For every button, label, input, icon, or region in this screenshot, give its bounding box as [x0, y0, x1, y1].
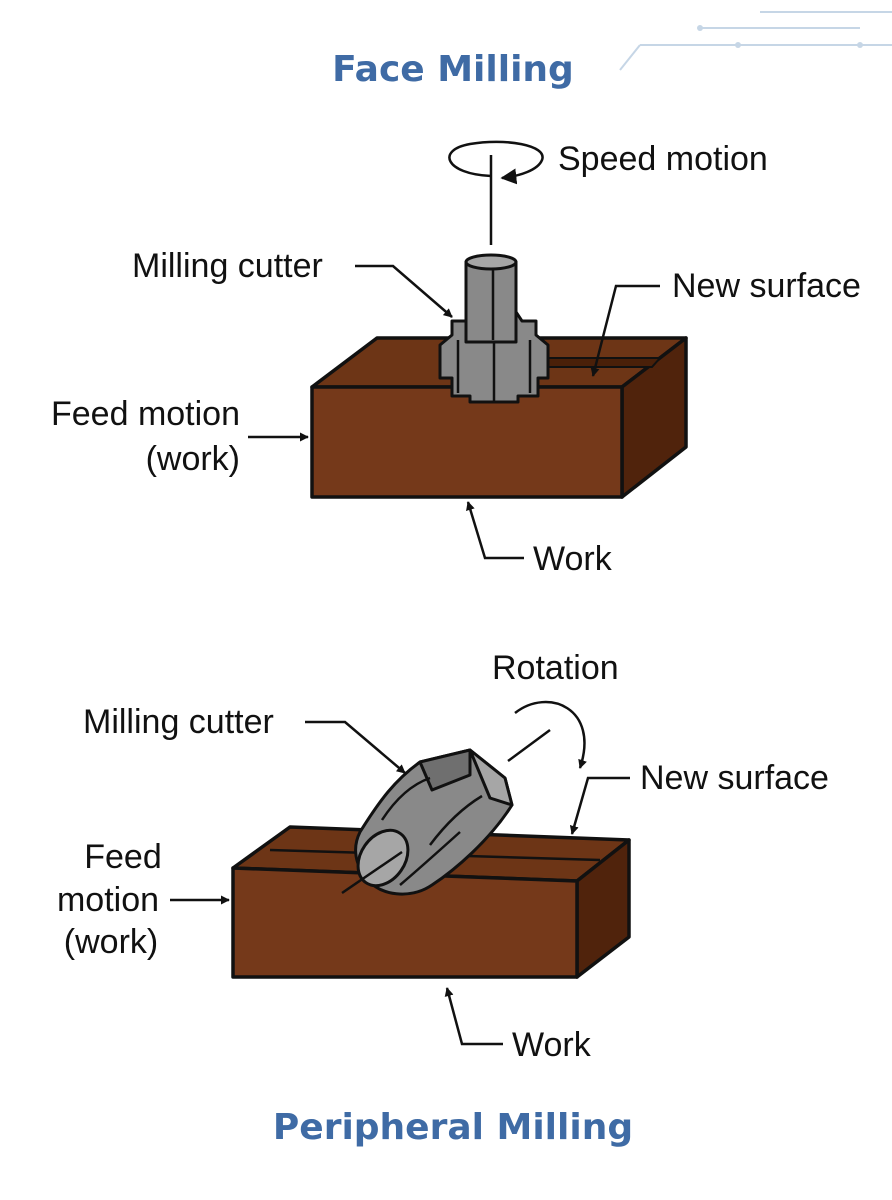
peripheral-milling-cutter-label: Milling cutter	[83, 703, 274, 741]
rotation-arrow	[514, 700, 587, 769]
milling-cutter-label: Milling cutter	[132, 247, 323, 285]
peripheral-feed-label-line1: Feed	[84, 838, 162, 876]
new-surface-label: New surface	[672, 267, 861, 305]
speed-motion-indicator	[448, 140, 544, 245]
rotation-label: Rotation	[492, 649, 619, 687]
peripheral-feed-label-line2: motion	[57, 881, 159, 919]
peripheral-work-label: Work	[512, 1026, 592, 1064]
decorative-circuit-lines	[619, 11, 892, 71]
face-milling-title: Face Milling	[332, 49, 574, 90]
peripheral-feed-label-line3: (work)	[64, 923, 158, 961]
feed-motion-label-line2: (work)	[146, 440, 240, 478]
face-milling-cutter	[438, 253, 550, 404]
peripheral-new-surface-label: New surface	[640, 759, 829, 797]
peripheral-milling-title: Peripheral Milling	[273, 1107, 633, 1148]
feed-motion-label-line1: Feed motion	[51, 395, 240, 433]
work-label: Work	[533, 540, 613, 578]
peripheral-milling-workpiece	[231, 825, 631, 979]
speed-motion-label: Speed motion	[558, 140, 768, 178]
peripheral-milling-cutter	[341, 728, 551, 896]
